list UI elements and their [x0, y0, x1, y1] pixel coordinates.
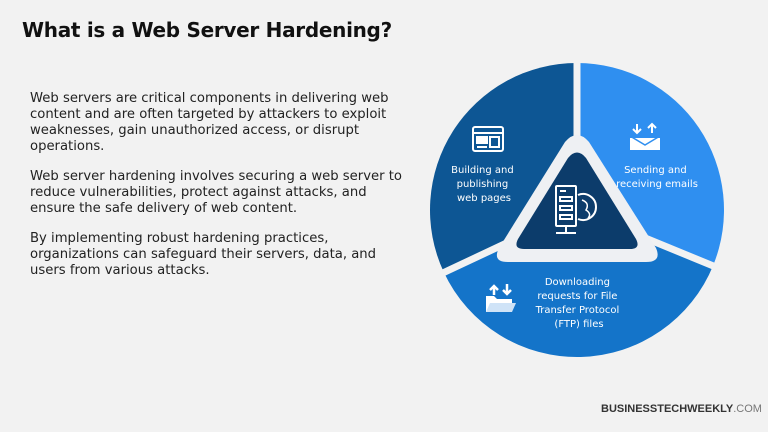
segment-label-ftp: Downloading requests for File Transfer P…	[535, 277, 623, 330]
folder-transfer-icon	[486, 284, 516, 312]
paragraph-intro: Web servers are critical components in d…	[30, 91, 389, 154]
web-server-globe-icon	[555, 185, 597, 234]
segment-label-emails: Sending and receiving emails	[616, 165, 698, 190]
paragraph-benefits: By implementing robust hardening practic…	[30, 231, 377, 278]
email-envelope-icon	[629, 122, 661, 150]
paragraph-definition: Web server hardening involves securing a…	[30, 169, 402, 216]
brand-logo: BUSINESSTECHWEEKLY.COM	[601, 403, 762, 415]
page-title: What is a Web Server Hardening?	[22, 18, 392, 42]
body-text: Web servers are critical components in d…	[30, 91, 410, 293]
web-page-layout-icon	[472, 126, 504, 152]
segment-label-web-pages: Building and publishing web pages	[451, 165, 517, 204]
